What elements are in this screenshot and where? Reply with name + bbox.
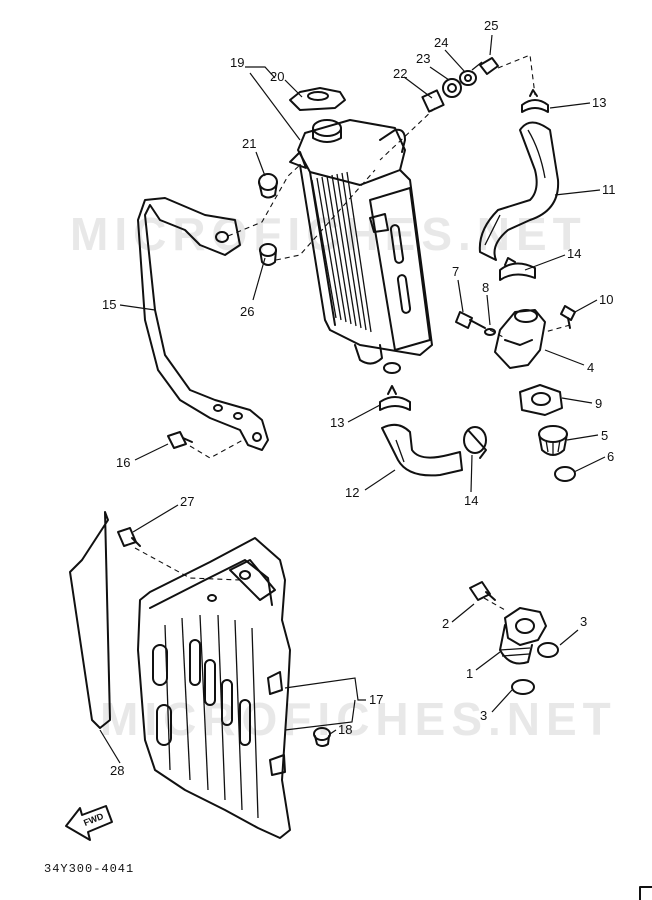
callout-22: 22 bbox=[393, 66, 407, 81]
bolt-7 bbox=[455, 311, 486, 329]
gasket-9 bbox=[519, 384, 563, 416]
callout-3-lower: 3 bbox=[480, 708, 487, 723]
hose-lower bbox=[381, 423, 463, 477]
watermark-top: MICROFICHES.NET bbox=[70, 208, 587, 260]
radiator-cap bbox=[289, 87, 346, 111]
callout-14-upper: 14 bbox=[567, 246, 581, 261]
radiator-shroud bbox=[137, 537, 291, 839]
o-ring-3-lower bbox=[511, 679, 535, 695]
callout-10: 10 bbox=[599, 292, 613, 307]
callout-16: 16 bbox=[116, 455, 130, 470]
hose-clamp-top bbox=[521, 89, 549, 113]
hose-clamp-upper bbox=[499, 257, 536, 281]
thermostat-housing bbox=[494, 309, 546, 369]
pump-outlet-1 bbox=[499, 607, 547, 665]
callout-20: 20 bbox=[270, 69, 284, 84]
bolt-10 bbox=[560, 305, 576, 329]
watermark-bottom: MICROFICHES.NET bbox=[100, 693, 617, 745]
callout-14-lower: 14 bbox=[464, 493, 478, 508]
callout-27: 27 bbox=[180, 494, 194, 509]
callout-19: 19 bbox=[230, 55, 244, 70]
bolt-16 bbox=[167, 431, 193, 449]
callout-9: 9 bbox=[595, 396, 602, 411]
callout-leaders bbox=[99, 34, 606, 764]
bolt-27 bbox=[117, 527, 141, 547]
assembly-guides bbox=[134, 54, 571, 611]
damper-21 bbox=[258, 173, 278, 199]
callout-13-lower: 13 bbox=[330, 415, 344, 430]
callout-28: 28 bbox=[110, 763, 124, 778]
callout-7: 7 bbox=[452, 264, 459, 279]
radiator-stay bbox=[137, 197, 269, 451]
thermostat-5 bbox=[538, 425, 568, 456]
callout-12: 12 bbox=[345, 485, 359, 500]
callout-6: 6 bbox=[607, 449, 614, 464]
callout-26: 26 bbox=[240, 304, 254, 319]
bolt-2 bbox=[469, 581, 496, 601]
callout-25: 25 bbox=[484, 18, 498, 33]
callout-5: 5 bbox=[601, 428, 608, 443]
fwd-arrow: FWD bbox=[65, 805, 113, 841]
callout-24: 24 bbox=[434, 35, 448, 50]
hose-clamp-14-lower bbox=[463, 426, 487, 459]
o-ring-3-upper bbox=[537, 642, 559, 658]
callout-8: 8 bbox=[482, 280, 489, 295]
hose-clamp-lower bbox=[379, 385, 411, 411]
radiator bbox=[289, 119, 433, 374]
callout-3-upper: 3 bbox=[580, 614, 587, 629]
callout-13-top: 13 bbox=[592, 95, 606, 110]
callout-11: 11 bbox=[602, 182, 616, 197]
o-ring-8 bbox=[484, 328, 496, 336]
callout-1: 1 bbox=[466, 666, 473, 681]
o-ring-6 bbox=[554, 466, 576, 482]
callout-21: 21 bbox=[242, 136, 256, 151]
callout-4: 4 bbox=[587, 360, 594, 375]
callout-2: 2 bbox=[442, 616, 449, 631]
callout-15: 15 bbox=[102, 297, 116, 312]
hose-upper bbox=[478, 121, 560, 261]
damper-26 bbox=[259, 243, 277, 266]
callout-23: 23 bbox=[416, 51, 430, 66]
diagram-code: 34Y300-4041 bbox=[44, 862, 134, 876]
callout-labels: 19 20 21 22 23 24 25 13 11 14 7 8 10 4 9… bbox=[102, 18, 616, 778]
callout-18: 18 bbox=[338, 722, 352, 737]
decal-28 bbox=[69, 511, 111, 729]
callout-17: 17 bbox=[369, 692, 383, 707]
bolt-assembly-top bbox=[421, 57, 499, 113]
corner-mark bbox=[639, 886, 652, 900]
